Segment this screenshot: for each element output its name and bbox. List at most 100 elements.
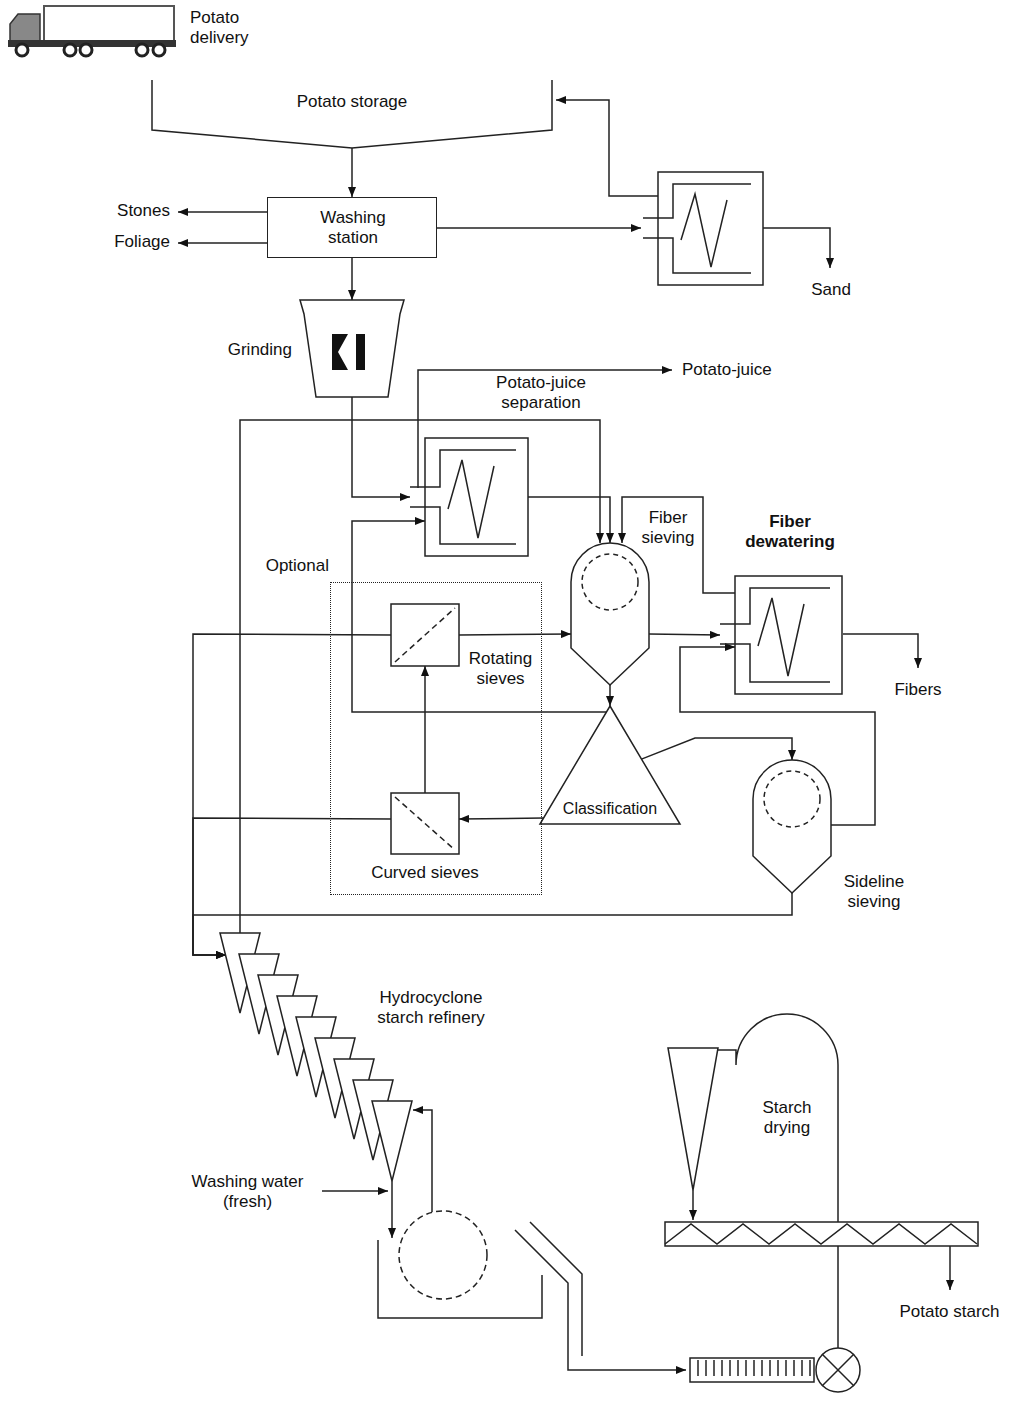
unit-label: Potato-juice separation [466, 373, 616, 413]
flow-connector [609, 685, 611, 706]
flow-connector [351, 258, 353, 300]
art-stroke [793, 1360, 795, 1376]
node-outline [720, 576, 842, 694]
node-outline [215, 930, 415, 1190]
cyclone-outlet [692, 1190, 694, 1220]
art-stroke [80, 44, 92, 56]
stream-label: Foliage [98, 232, 170, 252]
decanter-screw [448, 460, 494, 538]
process-unit: Potato storage [152, 80, 552, 150]
art-stroke [665, 1224, 977, 1244]
fresh-water-inlet [322, 1190, 388, 1192]
art-stroke [729, 1360, 731, 1376]
screw-conveyor [665, 1222, 978, 1246]
art-stroke [44, 6, 174, 42]
art-stroke [801, 1360, 803, 1376]
delivery-truck [8, 6, 176, 56]
flow-connector [649, 633, 720, 635]
sieve-drum [582, 554, 638, 610]
process-unit: Hydrocyclone starch refinery [215, 930, 415, 1190]
drum-filter [399, 1211, 487, 1299]
process-unit: OptionalRotating sievesCurved sieves [330, 582, 542, 895]
sieve-box [391, 793, 459, 854]
stream-label: Potato delivery [190, 8, 270, 48]
flow-connector [193, 893, 792, 955]
node-outline [152, 80, 552, 150]
sieve-housing [571, 543, 649, 685]
process-unit: Curved sieves [391, 793, 459, 854]
process-unit: Grinding [300, 300, 404, 397]
grinder-rasp [332, 334, 365, 370]
screw-conveyor [690, 1358, 814, 1382]
starch-outlet [949, 1246, 951, 1290]
process-unit: Washing station [267, 197, 437, 258]
art-stroke [721, 1360, 723, 1376]
unit-label: Curved sieves [355, 863, 495, 883]
process-unit: Sideline sieving [753, 760, 831, 893]
flow-connector [459, 633, 571, 635]
art-stroke [769, 1360, 771, 1376]
filter-tank [378, 1240, 542, 1318]
unit-label: Potato storage [252, 92, 452, 112]
starch-chute [515, 1230, 686, 1370]
unit-label: Starch drying [755, 1098, 819, 1138]
flow-connector [193, 634, 391, 955]
process-unit: Fiber sieving [571, 543, 649, 685]
stream-label: Sand [806, 280, 856, 300]
sand-decanter [643, 172, 763, 285]
flow-connector [351, 148, 353, 197]
node-outline [300, 300, 404, 397]
stream-label: Washing water (fresh) [180, 1172, 315, 1212]
process-unit: Potato-juice separation [410, 438, 528, 556]
sieve-screen [395, 608, 455, 662]
classifier-triangle [540, 706, 680, 824]
hydrocyclone-cone [372, 1101, 412, 1181]
stream-label: Potato starch [892, 1302, 1007, 1322]
stream-label: Stones [98, 201, 170, 221]
unit-label: Fiber sieving [638, 508, 698, 548]
process-unit: Starch drying [665, 1040, 830, 1195]
process-unit: Rotating sieves [391, 604, 459, 666]
starch-chute [530, 1222, 582, 1356]
decanter-screw [681, 194, 727, 267]
art-stroke [153, 44, 165, 56]
unit-label: Optional [261, 556, 329, 576]
decanter-inner [720, 588, 830, 682]
stream-label: Fibers [888, 680, 948, 700]
art-stroke [737, 1360, 739, 1376]
art-stroke [777, 1360, 779, 1376]
node-outline [665, 1040, 830, 1195]
node-outline [410, 438, 528, 556]
art-stroke [713, 1360, 715, 1376]
flow-connector [642, 738, 793, 760]
art-stroke [16, 44, 28, 56]
node-outline [753, 760, 831, 893]
dryer-cyclone [668, 1048, 718, 1190]
flow-connector [352, 397, 410, 497]
art-stroke [809, 1360, 811, 1376]
process-unit: Classification [540, 706, 680, 824]
flow-connector [240, 420, 600, 933]
grinder-housing [300, 300, 404, 397]
art-stroke [753, 1360, 755, 1376]
art-stroke [136, 44, 148, 56]
rotary-valve [816, 1348, 860, 1392]
rotary-valve [822, 1354, 854, 1386]
refinery-outlet [391, 1181, 393, 1238]
process-unit: Fiber dewatering [720, 576, 842, 694]
stream-label: Potato-juice [682, 360, 792, 380]
art-stroke [785, 1360, 787, 1376]
art-stroke [10, 14, 40, 44]
wash-water-line [437, 227, 641, 229]
node-outline [391, 793, 459, 854]
art-stroke [705, 1360, 707, 1376]
stones-outlet [178, 211, 267, 213]
node-outline [571, 543, 649, 685]
art-stroke [697, 1360, 699, 1376]
decanter-body [735, 576, 842, 694]
sand-outlet [763, 228, 830, 268]
decanter-inner [410, 450, 516, 544]
unit-label: Hydrocyclone starch refinery [365, 988, 497, 1028]
unit-label: Classification [550, 799, 670, 819]
